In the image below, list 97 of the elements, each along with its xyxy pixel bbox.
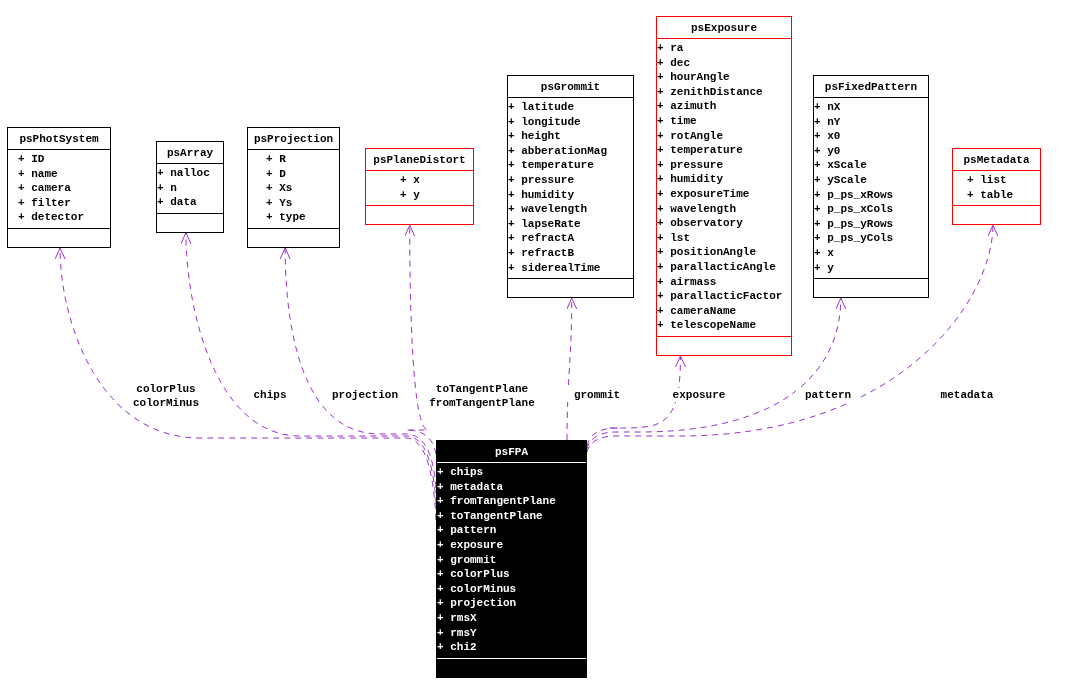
dependency-arrow <box>586 355 686 447</box>
attribute-text: + parallacticFactor <box>657 290 783 303</box>
attribute-text: + ID <box>18 153 45 165</box>
attribute-text: + x0 <box>814 130 841 143</box>
attribute-text: + wavelength <box>508 203 588 216</box>
class-name: psPlaneDistort <box>373 154 466 166</box>
attribute-text: + projection <box>437 597 517 610</box>
class-name: psGrommit <box>540 81 601 93</box>
attribute-text: + humidity <box>508 188 574 201</box>
class-box <box>507 75 634 299</box>
attribute-text: + data <box>157 196 197 209</box>
attribute-text: + nY <box>814 115 841 128</box>
attribute-text: + p_ps_yCols <box>814 232 894 245</box>
class-box <box>952 148 1041 226</box>
attribute-text: + fromTangentPlane <box>437 495 556 508</box>
attribute-text: + type <box>266 211 306 224</box>
attribute-text: + telescopeName <box>657 319 757 332</box>
class-box <box>365 148 474 226</box>
class-box <box>247 127 340 248</box>
attribute-text: + height <box>508 130 561 143</box>
attribute-text: + Xs <box>266 182 293 195</box>
attribute-text: + refractB <box>508 246 574 259</box>
attribute-text: + n <box>157 181 177 194</box>
class-box <box>813 75 929 299</box>
attribute-text: + zenithDistance <box>657 85 763 98</box>
class-box <box>7 127 111 248</box>
attribute-text: + metadata <box>437 480 503 493</box>
attribute-text: + parallacticAngle <box>657 260 776 273</box>
attribute-text: + exposure <box>437 538 503 551</box>
attribute-text: + pressure <box>508 173 574 186</box>
class-box <box>156 141 224 233</box>
class-name: psPhotSystem <box>19 133 99 145</box>
edge-label: pattern <box>796 388 860 402</box>
attribute-text: + p_ps_xRows <box>814 188 894 201</box>
dependency-arrow <box>586 224 998 453</box>
attribute-text: + longitude <box>508 115 581 128</box>
attribute-text: + p_ps_yRows <box>814 217 894 230</box>
attribute-text: + dec <box>657 56 690 69</box>
attribute-text: + x <box>400 174 420 186</box>
attribute-text: + refractA <box>508 232 574 245</box>
attribute-text: + colorPlus <box>437 568 510 581</box>
attribute-text: + rmsX <box>437 611 477 624</box>
attribute-text: + p_ps_xCols <box>814 203 894 216</box>
attribute-text: + toTangentPlane <box>437 509 543 522</box>
attribute-text: + chi2 <box>437 641 477 654</box>
attribute-text: + temperature <box>508 159 594 172</box>
dependency-arrow <box>586 297 846 450</box>
attribute-text: + grommit <box>437 553 497 566</box>
attribute-text: + detector <box>18 211 84 224</box>
attribute-text: + cameraName <box>657 304 737 317</box>
attribute-text: + Ys <box>266 196 293 209</box>
attribute-text: + hourAngle <box>657 71 730 84</box>
class-name: psFPA <box>495 446 528 458</box>
attribute-text: + pattern <box>437 524 497 537</box>
attribute-text: + filter <box>18 196 71 209</box>
attribute-text: + list <box>967 174 1007 186</box>
attribute-text: + siderealTime <box>508 261 601 274</box>
dependency-arrow <box>566 297 578 441</box>
class-name: psProjection <box>253 133 334 145</box>
attribute-text: + exposureTime <box>657 187 750 200</box>
attribute-text: + wavelength <box>657 202 737 215</box>
attribute-text: + airmass <box>657 275 717 288</box>
attribute-text: + abberationMag <box>508 144 608 157</box>
attribute-text: + camera <box>18 182 71 195</box>
class-name: psArray <box>166 147 214 159</box>
attribute-text: + lst <box>657 231 690 244</box>
attribute-text: + name <box>18 167 58 180</box>
attribute-text: + table <box>967 188 1014 201</box>
attribute-text: + y0 <box>814 144 841 157</box>
attribute-text: + y <box>814 261 834 274</box>
class-name: psFixedPattern <box>824 81 918 93</box>
attribute-text: + lapseRate <box>508 217 581 230</box>
attribute-text: + ra <box>657 42 684 54</box>
attribute-text: + positionAngle <box>657 246 757 259</box>
attribute-text: + yScale <box>814 173 867 186</box>
attribute-text: + colorMinus <box>437 582 517 595</box>
attribute-text: + humidity <box>657 173 723 186</box>
class-box <box>656 16 792 356</box>
attribute-text: + y <box>400 188 420 201</box>
attribute-text: + observatory <box>657 217 743 230</box>
class-name: psMetadata <box>963 154 1030 166</box>
attribute-text: + R <box>266 153 286 165</box>
attribute-text: + time <box>657 114 697 127</box>
attribute-text: + temperature <box>657 144 743 157</box>
attribute-text: + chips <box>437 466 484 478</box>
class-box <box>436 440 587 678</box>
attribute-text: + nX <box>814 101 841 113</box>
attribute-text: + pressure <box>657 158 723 171</box>
attribute-text: + latitude <box>508 101 574 113</box>
attribute-text: + rotAngle <box>657 129 723 142</box>
class-name: psExposure <box>691 22 757 34</box>
attribute-text: + azimuth <box>657 100 717 113</box>
attribute-text: + xScale <box>814 159 867 172</box>
attribute-text: + x <box>814 246 834 259</box>
attribute-text: + nalloc <box>157 167 210 179</box>
attribute-text: + rmsY <box>437 626 477 639</box>
attribute-text: + D <box>266 167 286 180</box>
